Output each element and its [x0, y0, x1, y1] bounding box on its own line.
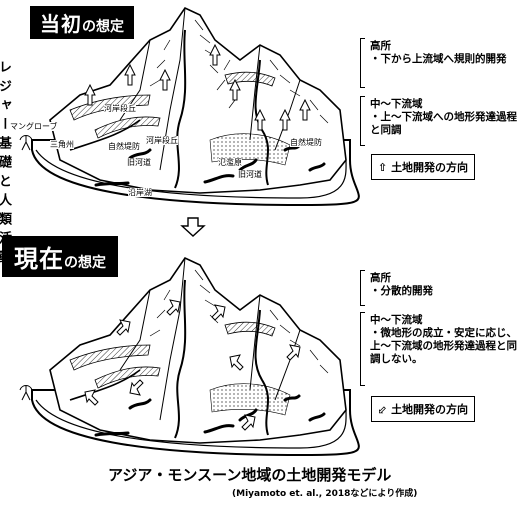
top-bracket-mid [360, 96, 365, 146]
footer-title: アジア・モンスーン地域の土地開発モデル [108, 466, 392, 484]
bottom-bracket-high [360, 270, 365, 306]
bottom-high-text: ・分散的開発 [370, 285, 433, 297]
label-natural-levee-1: 自然堤防 [108, 142, 140, 151]
top-banner: 当初の想定 [30, 6, 134, 39]
bottom-mid-title: 中～下流域 [370, 314, 423, 326]
top-banner-suffix: の想定 [82, 19, 124, 35]
bottom-high-title: 高所 [370, 272, 391, 284]
label-delta: 三角州 [50, 140, 74, 149]
top-legend-label: 土地開発の方向 [391, 161, 469, 174]
bottom-banner: 現在の想定 [2, 236, 118, 277]
label-floodplain: 氾濫原 [218, 158, 242, 167]
label-river-terrace-1: 河岸段丘 [104, 104, 136, 113]
diagonal-arrow-icon: ⬃ [378, 403, 388, 416]
bottom-banner-suffix: の想定 [64, 255, 106, 271]
label-lagoon: 沿岸湖 [128, 188, 152, 197]
bottom-legend: ⬃ 土地開発の方向 [371, 396, 476, 422]
top-bracket-high [360, 38, 365, 88]
top-mid-title: 中～下流域 [370, 98, 423, 110]
bottom-legend-label: 土地開発の方向 [391, 403, 469, 416]
bottom-banner-main: 現在 [14, 245, 64, 273]
label-natural-levee-2: 自然堤防 [290, 138, 322, 147]
label-mangrove: マングローブ [10, 122, 58, 131]
top-legend: ⇧ 土地開発の方向 [371, 154, 476, 180]
bottom-high-section: 高所 ・分散的開発 [370, 272, 520, 298]
top-mid-section: 中～下流域 ・上～下流域への地形発達過程と同調 [370, 98, 520, 137]
bottom-bracket-mid [360, 312, 365, 386]
footer-citation: (Miyamoto et. al., 2018などにより作成) [232, 489, 418, 499]
top-high-title: 高所 [370, 40, 391, 52]
bottom-mid-text: ・微地形の成立・安定に応じ、上～下流域の地形発達過程と同調しない。 [370, 327, 517, 365]
label-old-river-1: 旧河道 [127, 158, 151, 167]
down-arrow-icon [180, 217, 206, 237]
top-banner-main: 当初 [40, 12, 82, 36]
top-high-text: ・下から上流域へ規則的開発 [370, 53, 507, 65]
label-river-terrace-2: 河岸段丘 [146, 136, 178, 145]
top-high-section: 高所 ・下から上流域へ規則的開発 [370, 40, 520, 66]
left-vertical-text: レジャー基礎と人類活動 [0, 60, 11, 269]
top-mid-text: ・上～下流域への地形発達過程と同調 [370, 111, 517, 136]
up-arrow-icon: ⇧ [378, 161, 388, 174]
bottom-landscape [19, 256, 360, 457]
label-old-river-2: 旧河道 [238, 170, 262, 179]
bottom-mid-section: 中～下流域 ・微地形の成立・安定に応じ、上～下流域の地形発達過程と同調しない。 [370, 314, 522, 366]
